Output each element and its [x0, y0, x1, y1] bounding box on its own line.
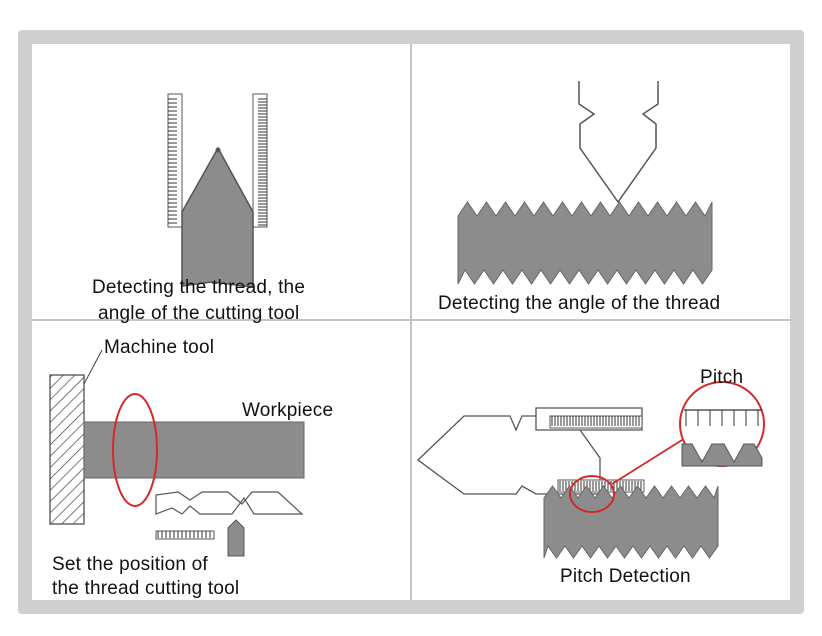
zoom-connector	[611, 439, 683, 485]
diagram-canvas: Detecting the thread, the angle of the c…	[32, 44, 790, 600]
bottom-scale	[155, 530, 215, 540]
pitch-highlight-small	[569, 475, 615, 513]
pitch-gauge-top-scale	[549, 415, 643, 429]
workpiece	[83, 421, 305, 479]
pitch-zoom-detail	[681, 409, 763, 467]
caption-top-right: Detecting the angle of the thread	[438, 293, 721, 314]
label-machine-tool: Machine tool	[104, 337, 215, 358]
zoom-thread-teeth	[681, 443, 763, 467]
cutting-tool-tip	[215, 147, 221, 153]
pitch-gauge-body	[416, 407, 643, 495]
thread-cutting-tool	[227, 519, 245, 557]
thread-gauge-bottom	[155, 491, 304, 515]
angle-gauge	[578, 81, 659, 204]
label-workpiece: Workpiece	[242, 400, 334, 421]
caption-bottom-left-line2: the thread cutting tool	[52, 578, 240, 599]
threaded-rod-top	[457, 201, 713, 285]
caption-bottom-right: Pitch Detection	[560, 566, 691, 587]
label-pitch: Pitch	[700, 367, 744, 388]
diagram-frame: Detecting the thread, the angle of the c…	[18, 30, 804, 614]
diagram-illustration	[32, 44, 790, 600]
machine-tool-leader	[83, 349, 103, 385]
workpiece-highlight	[112, 393, 158, 507]
gauge-right-scale	[252, 93, 268, 228]
caption-bottom-left-line1: Set the position of	[52, 554, 208, 575]
caption-top-left-line2: angle of the cutting tool	[98, 303, 300, 324]
threaded-rod-bottom	[543, 485, 719, 559]
gauge-left-scale	[167, 93, 183, 228]
cutting-tool	[181, 146, 254, 288]
machine-tool-hatched	[49, 374, 85, 525]
caption-top-left-line1: Detecting the thread, the	[92, 277, 306, 298]
